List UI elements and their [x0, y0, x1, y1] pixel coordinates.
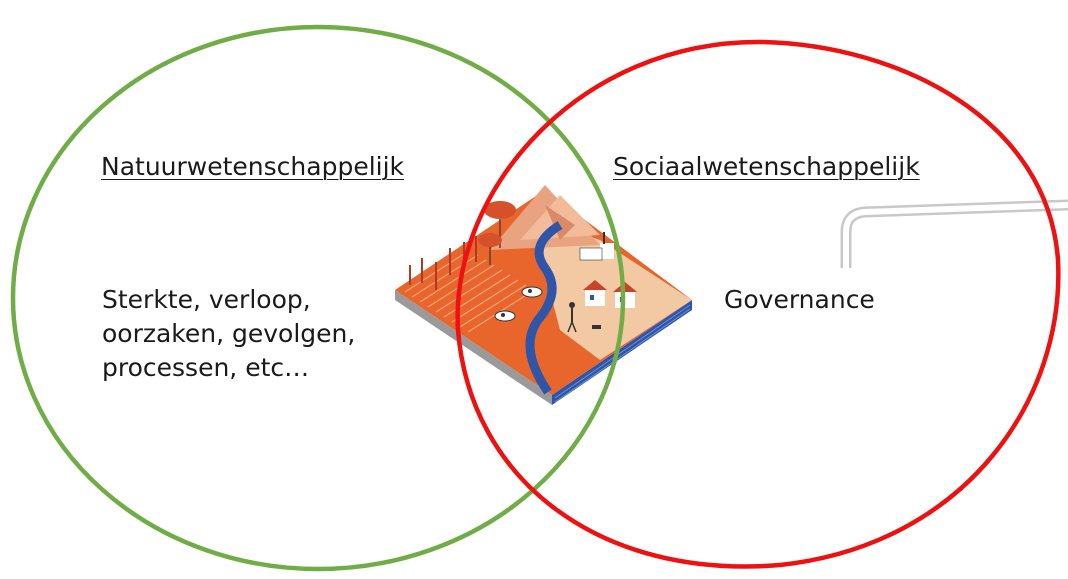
natural-science-description: Sterkte, verloop, oorzaken, gevolgen, pr…	[102, 283, 355, 385]
pipe-connector-icon	[840, 199, 1068, 268]
landscape-illustration-icon	[395, 185, 692, 405]
social-science-circle	[455, 39, 1061, 569]
social-science-heading: Sociaalwetenschappelijk	[613, 152, 920, 181]
natural-science-circle	[10, 24, 626, 572]
natural-science-line: Sterkte, verloop,	[102, 285, 311, 314]
natural-science-line: oorzaken, gevolgen,	[102, 319, 356, 348]
natural-science-heading: Natuurwetenschappelijk	[101, 152, 405, 181]
social-science-description: Governance	[724, 285, 875, 314]
natural-science-line: processen, etc…	[102, 353, 310, 382]
